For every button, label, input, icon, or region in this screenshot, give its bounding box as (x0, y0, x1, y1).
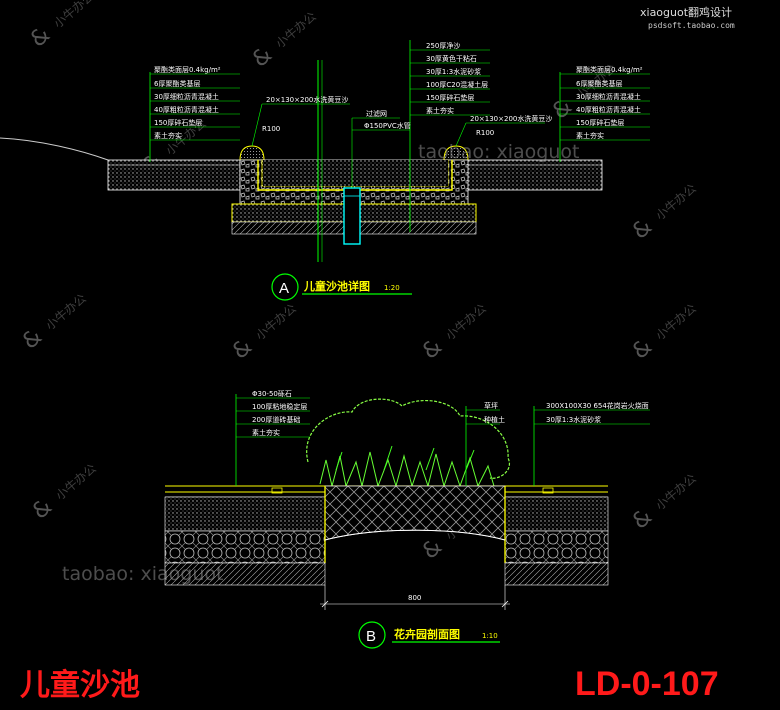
a-left-label: 150厚碎石垫层 (154, 118, 202, 127)
a-left-label: 40厚粗粒沥青混凝土 (154, 105, 219, 114)
a-right-label: 30厚细粒沥青混凝土 (576, 92, 641, 101)
a-right-label: 素土夯实 (576, 131, 604, 140)
a-radius-right: R100 (476, 129, 494, 137)
detail-a-right-notes: 聚酯类面层0.4kg/m² 6厚聚酯类基层 30厚细粒沥青混凝土 40厚粗粒沥青… (560, 65, 650, 141)
a-right-label: 6厚聚酯类基层 (576, 79, 622, 88)
svg-text:小牛办公: 小牛办公 (252, 300, 298, 342)
svg-text:&: & (248, 42, 277, 72)
svg-text:&: & (628, 334, 657, 364)
a-right-label: 聚酯类面层0.4kg/m² (576, 65, 643, 74)
svg-text:小牛办公: 小牛办公 (442, 300, 488, 342)
a-center-label: 素土夯实 (426, 106, 454, 115)
b-left-label: 200厚道砖基础 (252, 415, 300, 424)
sheet-title: 儿童沙池 (20, 668, 140, 703)
detail-b-title: 花卉园剖面图 (394, 627, 460, 641)
watermark-text: taobao: xiaoguot (418, 141, 579, 163)
detail-a-scale: 1:20 (384, 284, 400, 292)
svg-text:小牛办公: 小牛办公 (42, 290, 88, 332)
b-left-label: Φ30-50砾石 (252, 389, 292, 398)
brand-url: psdsoft.taobao.com (648, 21, 735, 30)
detail-b-left-notes: Φ30-50砾石 100厚粘地稳定层 200厚道砖基础 素土夯实 (236, 389, 310, 438)
a-edge-left-label: 20×130×200水洗黄豆沙 (266, 95, 348, 104)
detail-b-marker (358, 621, 386, 649)
a-filter-label: 过滤网 (366, 109, 387, 118)
svg-text:小牛办公: 小牛办公 (50, 0, 96, 31)
detail-a-section: 聚酯类面层0.4kg/m² 6厚聚酯类基层 30厚细粒沥青混凝土 40厚粗粒沥青… (0, 40, 650, 301)
a-left-label: 聚酯类面层0.4kg/m² (154, 65, 221, 74)
a-center-label: 100厚C20混凝土层 (426, 80, 488, 89)
a-edge-right-label: 20×130×200水洗黄豆沙 (470, 114, 552, 123)
detail-a-left-notes: 聚酯类面层0.4kg/m² 6厚聚酯类基层 30厚细粒沥青混凝土 40厚粗粒沥青… (150, 65, 240, 141)
svg-text:小牛办公: 小牛办公 (652, 180, 698, 222)
sheet-code: LD-0-107 (575, 665, 719, 703)
detail-b-marker-letter: B (366, 628, 376, 645)
svg-text:&: & (628, 504, 657, 534)
svg-text:&: & (228, 334, 257, 364)
a-left-label: 30厚细粒沥青混凝土 (154, 92, 219, 101)
a-right-label: 150厚碎石垫层 (576, 118, 624, 127)
detail-a-marker (271, 273, 299, 301)
a-right-label: 40厚粗粒沥青混凝土 (576, 105, 641, 114)
detail-b-scale: 1:10 (482, 632, 498, 640)
svg-text:小牛办公: 小牛办公 (652, 300, 698, 342)
b-right-label: 300X100X30 654花岗岩火烧面 (546, 401, 649, 410)
b-center-label: 草坪 (484, 401, 498, 410)
svg-text:&: & (28, 494, 57, 524)
a-center-label: 150厚碎石垫层 (426, 93, 474, 102)
detail-b-section: Φ30-50砾石 100厚粘地稳定层 200厚道砖基础 素土夯实 草坪 种植土 … (164, 389, 650, 649)
a-center-label: 30厚黄色干粘石 (426, 54, 477, 63)
watermark-text: taobao: xiaoguot (62, 563, 223, 585)
a-radius-left: R100 (262, 125, 280, 133)
b-left-label: 100厚粘地稳定层 (252, 402, 307, 411)
b-right-label: 30厚1:3水泥砂浆 (546, 415, 601, 424)
detail-a-center-notes: 250厚净沙 30厚黄色干粘石 30厚1:3水泥砂浆 100厚C20混凝土层 1… (410, 41, 490, 116)
b-dimension: 800 (408, 594, 421, 602)
brand-name: xiaoguot翻鸡设计 (640, 5, 732, 19)
a-pipe-label: Φ150PVC水管 (364, 121, 411, 130)
detail-a-title: 儿童沙池详图 (303, 279, 370, 293)
svg-text:&: & (628, 214, 657, 244)
svg-text:小牛办公: 小牛办公 (272, 8, 318, 50)
svg-text:&: & (418, 334, 447, 364)
a-center-label: 30厚1:3水泥砂浆 (426, 67, 481, 76)
a-left-label: 6厚聚酯类基层 (154, 79, 200, 88)
svg-text:小牛办公: 小牛办公 (652, 470, 698, 512)
b-left-label: 素土夯实 (252, 428, 280, 437)
svg-text:&: & (418, 534, 447, 564)
detail-a-marker-letter: A (279, 280, 289, 297)
svg-text:&: & (18, 324, 47, 354)
svg-text:&: & (26, 22, 55, 52)
a-left-label: 素土夯实 (154, 131, 182, 140)
svg-text:小牛办公: 小牛办公 (52, 460, 98, 502)
a-center-label: 250厚净沙 (426, 41, 460, 50)
b-center-label: 种植土 (484, 415, 505, 424)
